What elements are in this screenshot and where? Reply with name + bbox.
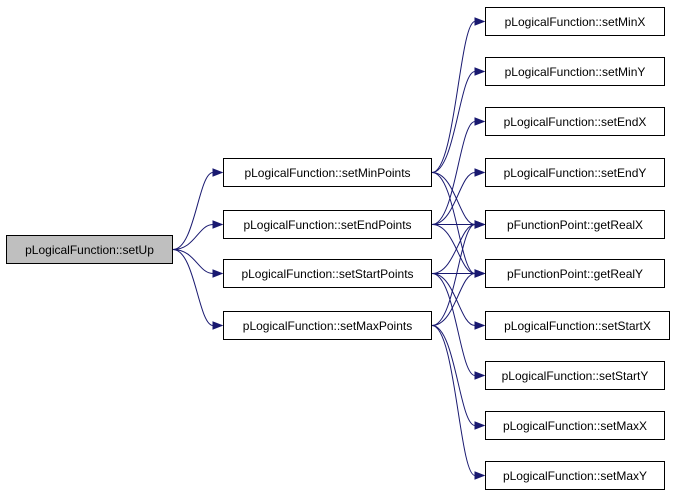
- edge-arrowhead: [474, 67, 486, 76]
- edge-arrowhead: [474, 471, 486, 480]
- edge-arrowhead: [474, 17, 486, 26]
- node-setup[interactable]: pLogicalFunction::setUp: [6, 235, 173, 264]
- edge-setStartPoints-to-setStartX: [431, 273, 476, 326]
- edge-setUp-to-setEndPoints: [172, 224, 214, 250]
- node-setstartpoints[interactable]: pLogicalFunction::setStartPoints: [223, 259, 432, 288]
- edge-setMinPoints-to-setMinX: [431, 21, 476, 173]
- edge-arrowhead: [212, 321, 224, 330]
- node-setendy[interactable]: pLogicalFunction::setEndY: [485, 158, 665, 187]
- edge-arrowhead: [212, 168, 224, 177]
- edge-setMinPoints-to-getRealY: [431, 172, 476, 274]
- edge-setUp-to-setStartPoints: [172, 249, 214, 274]
- edge-setEndPoints-to-setEndY: [431, 172, 476, 225]
- node-setmaxpoints[interactable]: pLogicalFunction::setMaxPoints: [223, 311, 432, 340]
- edge-setStartPoints-to-setStartY: [431, 273, 476, 376]
- node-setstartx[interactable]: pLogicalFunction::setStartX: [485, 311, 670, 340]
- node-setminpoints[interactable]: pLogicalFunction::setMinPoints: [223, 158, 432, 187]
- edge-setMinPoints-to-setMinY: [431, 71, 476, 173]
- edge-arrowhead: [212, 269, 224, 278]
- edge-setMaxPoints-to-getRealY: [431, 273, 476, 326]
- edge-setMaxPoints-to-setMaxX: [431, 325, 476, 426]
- edge-setStartPoints-to-getRealX: [431, 224, 476, 274]
- edge-arrowhead: [212, 220, 224, 229]
- node-setendx[interactable]: pLogicalFunction::setEndX: [485, 107, 665, 136]
- edge-arrowhead: [474, 321, 486, 330]
- edge-setEndPoints-to-setEndX: [431, 121, 476, 225]
- node-setendpoints[interactable]: pLogicalFunction::setEndPoints: [223, 210, 432, 239]
- node-setminx[interactable]: pLogicalFunction::setMinX: [485, 7, 665, 36]
- edge-arrowhead: [474, 269, 486, 278]
- edge-setMaxPoints-to-getRealX: [431, 224, 476, 326]
- node-setmaxx[interactable]: pLogicalFunction::setMaxX: [485, 411, 665, 440]
- node-setmaxy[interactable]: pLogicalFunction::setMaxY: [485, 461, 665, 490]
- edge-arrowhead: [474, 421, 486, 430]
- edge-arrowhead: [474, 371, 486, 380]
- edge-setMinPoints-to-getRealX: [431, 172, 476, 225]
- edge-setMaxPoints-to-setMaxY: [431, 325, 476, 476]
- edge-setUp-to-setMaxPoints: [172, 249, 214, 326]
- node-getrealx[interactable]: pFunctionPoint::getRealX: [485, 210, 665, 239]
- node-getrealy[interactable]: pFunctionPoint::getRealY: [485, 259, 665, 288]
- edge-setUp-to-setMinPoints: [172, 172, 214, 250]
- edge-arrowhead: [474, 168, 486, 177]
- node-setminy[interactable]: pLogicalFunction::setMinY: [485, 57, 665, 86]
- node-setstarty[interactable]: pLogicalFunction::setStartY: [485, 361, 665, 390]
- edge-arrowhead: [474, 220, 486, 229]
- edge-arrowhead: [474, 117, 486, 126]
